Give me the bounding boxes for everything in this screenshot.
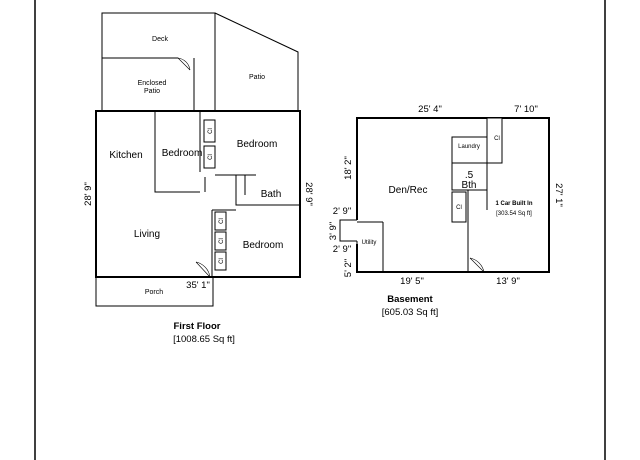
first-floor-plan: Deck Enclosed Patio Patio Kitchen Bedroo… <box>83 12 314 345</box>
first-floor-area: [1008.65 Sq ft] <box>173 334 235 345</box>
deck-label: Deck <box>152 36 168 43</box>
closet-1-label: Cl <box>208 128 214 134</box>
basement-top-right-dimension: 7' 10" <box>514 104 538 115</box>
porch-outline <box>95 277 214 307</box>
den-rec-label: Den/Rec <box>389 185 428 196</box>
closet-2 <box>203 145 216 169</box>
basement-left-bottom-dimension: 5' 2" <box>343 259 354 277</box>
basement-left-mid1-dimension: 2' 9" <box>333 206 351 217</box>
garage-label-line1: 1 Car Built In <box>495 201 532 207</box>
half-bath-label-line1: .5 <box>465 170 474 181</box>
closet-1 <box>203 119 216 143</box>
bedroom-mid-label: Bedroom <box>162 148 203 159</box>
basement-closet <box>451 191 467 223</box>
front-door <box>195 261 211 278</box>
basement-right-dimension: 27' 1" <box>553 183 564 207</box>
living-label: Living <box>134 229 160 240</box>
laundry-label: Laundry <box>458 144 480 150</box>
basement-title: Basement <box>387 294 433 305</box>
enclosed-patio-label-line1: Enclosed <box>138 80 167 87</box>
basement-closet-label: Cl <box>456 205 462 211</box>
basement-bottom-right-dimension: 13' 9" <box>496 276 520 287</box>
garage-label-line2: [303.54 Sq ft] <box>496 211 532 217</box>
basement-left-mid2-dimension: 3' 9" <box>328 222 339 240</box>
porch-label: Porch <box>145 289 163 296</box>
half-bath-walls <box>451 163 488 191</box>
enclosed-patio-door <box>177 57 191 71</box>
patio-outline <box>214 12 299 111</box>
utility-label: Utility <box>362 240 377 246</box>
closet-5 <box>214 251 227 271</box>
closet-3-label: Cl <box>219 218 225 224</box>
half-bath-label-line2: Bth <box>461 180 476 191</box>
first-floor-outline <box>95 110 301 278</box>
bath-bottom-wall <box>235 175 300 206</box>
basement-left-upper-dimension: 18' 2" <box>343 156 354 180</box>
basement-area: [605.03 Sq ft] <box>382 307 439 318</box>
basement-plan: Den/Rec Laundry Cl .5 Bth Cl Utility 1 C… <box>328 104 564 318</box>
closet-5-label: Cl <box>219 258 225 264</box>
laundry-closet-label: Cl <box>494 136 500 142</box>
kitchen-label: Kitchen <box>109 150 142 161</box>
closet-2-label: Cl <box>208 154 214 160</box>
first-floor-left-dimension: 28' 9" <box>83 182 94 206</box>
closet-4 <box>214 231 227 251</box>
first-floor-right-dimension: 28' 9" <box>303 182 314 206</box>
bedroom-bottom-label: Bedroom <box>243 240 284 251</box>
laundry-area <box>451 136 488 164</box>
basement-top-left-dimension: 25' 4" <box>418 104 442 115</box>
enclosed-patio-label-line2: Patio <box>144 88 160 95</box>
first-floor-bottom-dimension: 35' 1" <box>186 280 210 291</box>
kitchen-bedroom-wall <box>154 111 200 193</box>
laundry-closet <box>486 117 503 164</box>
bedroom-top-label: Bedroom <box>237 139 278 150</box>
deck-outline <box>101 12 216 111</box>
utility-bump <box>339 219 357 242</box>
basement-bottom-left-dimension: 19' 5" <box>400 276 424 287</box>
patio-label: Patio <box>249 74 265 81</box>
closet-4-label: Cl <box>219 238 225 244</box>
bath-label: Bath <box>261 189 282 200</box>
basement-left-mid3-dimension: 2' 9" <box>333 244 351 255</box>
first-floor-title: First Floor <box>174 321 221 332</box>
closet-3 <box>214 211 227 231</box>
garage-door <box>469 257 485 273</box>
